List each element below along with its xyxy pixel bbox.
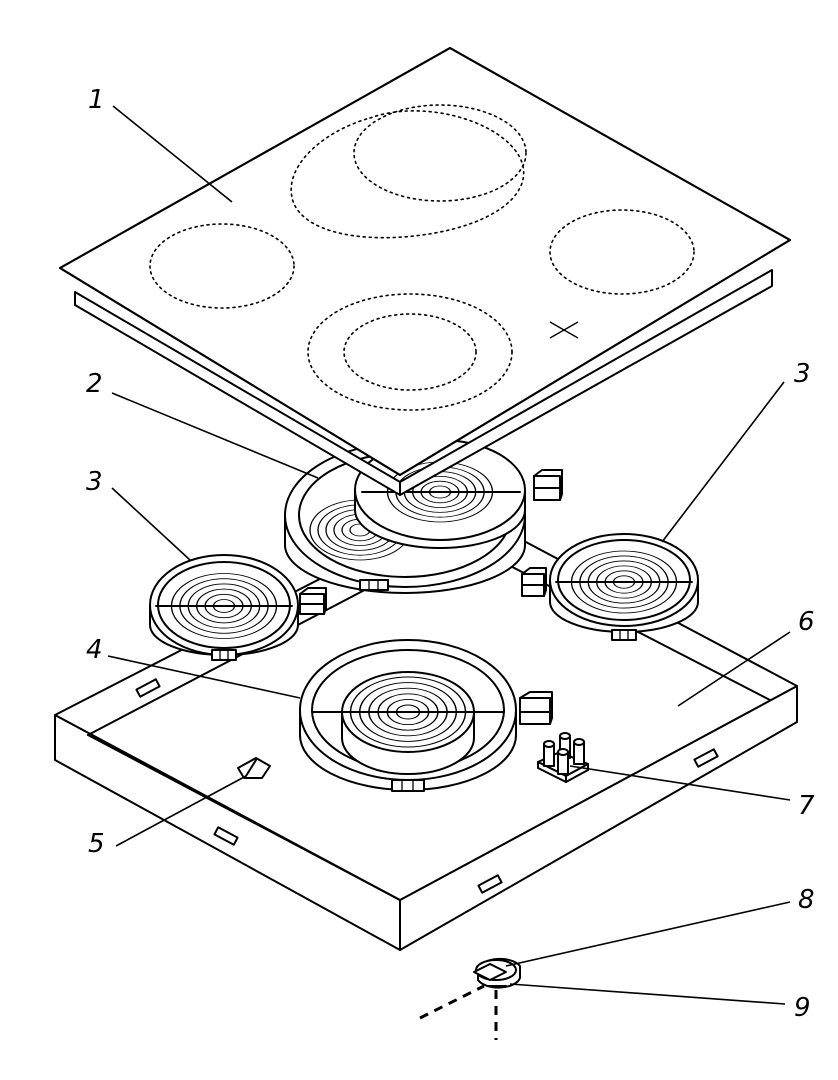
cooking-zone-left (149, 223, 295, 309)
callout-4: 4 (86, 635, 103, 665)
glass-ceramic-top (59, 47, 791, 496)
cooking-zone-front-outer (307, 293, 513, 411)
leader-line-1 (112, 105, 233, 203)
leader-line-3a (111, 487, 191, 561)
cooking-zone-oval (290, 110, 525, 239)
cable-thermostat (419, 957, 521, 1040)
left-small-burner (149, 554, 327, 661)
callout-1: 1 (88, 85, 105, 115)
callout-labels: 1 2 3 3 4 5 6 7 8 9 (86, 85, 815, 1023)
callout-9: 9 (794, 993, 811, 1023)
leader-line-5 (115, 775, 247, 847)
leader-line-2 (111, 392, 319, 479)
mounting-clip (237, 757, 271, 779)
right-small-burner (521, 533, 699, 641)
leader-line-6 (677, 631, 791, 707)
cooking-zone-front-inner (343, 313, 477, 391)
connector-box (519, 691, 553, 725)
callout-7: 7 (798, 791, 815, 821)
leader-line-7 (569, 765, 791, 801)
callout-3a: 3 (86, 467, 103, 497)
leader-line-8 (505, 901, 791, 967)
leader-line-4 (107, 655, 301, 699)
callout-3b: 3 (794, 359, 811, 389)
leader-line-9 (509, 983, 786, 1005)
callout-6: 6 (798, 607, 815, 637)
callout-2: 2 (86, 369, 103, 399)
leader-lines (107, 105, 791, 1005)
housing-slot (135, 678, 719, 894)
leader-line-3b (661, 381, 785, 543)
callout-8: 8 (798, 885, 815, 915)
front-dual-burner (299, 639, 553, 792)
cooking-zone-right (549, 209, 695, 295)
callout-5: 5 (88, 829, 105, 859)
terminal-block (537, 732, 589, 783)
cooking-zone-oval-inner (353, 104, 527, 202)
hot-surface-mark (549, 321, 579, 339)
